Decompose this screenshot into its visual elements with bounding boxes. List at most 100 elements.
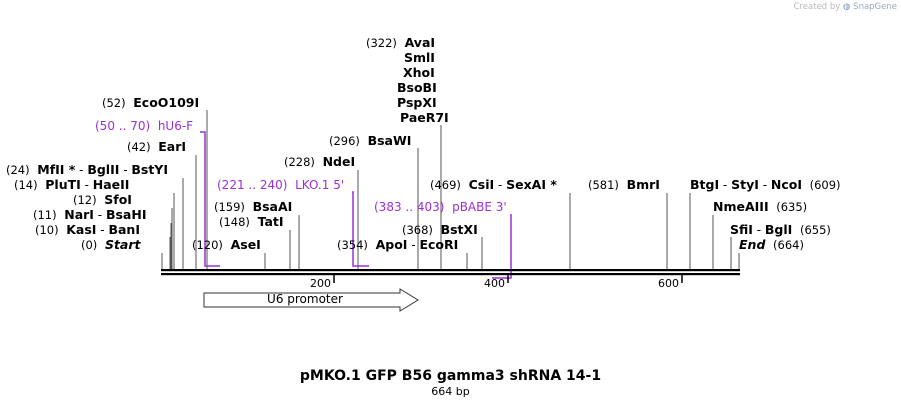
site-position: (296)	[329, 134, 360, 148]
site-position: (159)	[214, 200, 245, 214]
site-position: (581)	[588, 178, 619, 192]
primer-line-hu6-f	[200, 131, 220, 267]
site-label-start[interactable]: (0) Start	[81, 238, 141, 253]
site-label-bstxi[interactable]: (368) BstXI	[402, 222, 478, 238]
feature-label-u6-promoter[interactable]: U6 promoter	[267, 292, 343, 306]
enzyme-name: EcoO109I	[133, 95, 200, 110]
primer-name: hU6-F	[157, 119, 194, 133]
site-position: (635)	[776, 200, 808, 214]
enzyme-name: AseI	[230, 237, 261, 252]
site-label-bmri[interactable]: (581) BmrI	[588, 177, 660, 193]
site-label-sfoi[interactable]: (12) SfoI	[73, 192, 132, 208]
enzyme-name: KasI	[66, 222, 97, 237]
enzyme-name: SmlI	[404, 50, 435, 65]
primer-label-pbabe3[interactable]: (383 .. 403) pBABE 3'	[374, 200, 507, 214]
credit-brand: SnapGene	[853, 2, 897, 12]
site-label-kasi[interactable]: (10) KasI - BanI	[35, 222, 140, 238]
site-position: (322)	[366, 36, 397, 50]
enzyme-name: NmeAIII	[713, 199, 769, 214]
site-label-ndei[interactable]: (228) NdeI	[284, 155, 355, 170]
site-position: (469)	[430, 178, 461, 192]
site-label-asei[interactable]: (120) AseI	[192, 237, 261, 253]
site-label-nari[interactable]: (11) NarI - BsaHI	[33, 207, 147, 223]
site-label-mfii[interactable]: (24) MfII * - BglII - BstYI	[6, 162, 169, 178]
enzyme-name: End	[739, 237, 766, 252]
site-position: (228)	[284, 155, 315, 169]
primer-label-lko1[interactable]: (221 .. 240) LKO.1 5'	[217, 178, 344, 192]
site-position: (120)	[192, 238, 223, 252]
site-label-bsawi[interactable]: (296) BsaWI	[329, 133, 412, 149]
tick-label-200: 200	[310, 277, 331, 290]
enzyme-name: XhoI	[403, 65, 435, 80]
snapgene-logo-icon: ◍	[843, 2, 851, 12]
enzyme-name: TatI	[257, 214, 284, 229]
enzyme-name: BtgI	[690, 177, 720, 192]
enzyme-name: BglII	[87, 162, 120, 177]
enzyme-name: BstXI	[440, 222, 478, 237]
site-label-pluti[interactable]: (14) PluTI - HaeII	[14, 177, 130, 193]
enzyme-name: ApoI	[375, 237, 408, 252]
site-position: (14)	[14, 178, 38, 192]
site-label-end[interactable]: End (664)	[739, 237, 804, 253]
enzyme-name: SfoI	[104, 192, 132, 207]
enzyme-name: BsaWI	[367, 133, 412, 148]
enzyme-name: StyI	[731, 177, 759, 192]
site-position: (52)	[102, 96, 126, 110]
site-position: (42)	[127, 140, 151, 154]
map-title: pMKO.1 GFP B56 gamma3 shRNA 14-1	[299, 368, 602, 384]
tick-label-600: 600	[658, 277, 679, 290]
enzyme-name: AvaI	[404, 35, 436, 50]
site-position: (11)	[33, 208, 57, 222]
enzyme-name: BanI	[108, 222, 140, 237]
site-position: (10)	[35, 223, 59, 237]
site-position: (664)	[773, 238, 804, 252]
site-position: (12)	[73, 193, 97, 207]
credit-prefix: Created by	[793, 2, 841, 12]
site-label-smli[interactable]: SmlI	[404, 51, 435, 65]
site-position: (354)	[337, 238, 368, 252]
site-label-apoi[interactable]: (354) ApoI - EcoRI	[337, 237, 459, 253]
enzyme-name: BsaHI	[105, 207, 147, 222]
site-label-eari[interactable]: (42) EarI	[127, 140, 186, 155]
primer-position: (50 .. 70)	[95, 119, 151, 133]
site-position: (148)	[219, 215, 250, 229]
feature-arrow-u6-promoter	[203, 288, 419, 312]
sequence-backbone	[161, 269, 740, 283]
enzyme-name: HaeII	[92, 177, 130, 192]
site-label-ecoo109i[interactable]: (52) EcoO109I	[102, 95, 200, 111]
enzyme-name: BsaAI	[252, 199, 293, 214]
site-position: (24)	[6, 163, 30, 177]
site-position: (655)	[799, 223, 831, 237]
snapgene-credit: Created by ◍ SnapGene	[794, 2, 897, 12]
site-position: (368)	[402, 223, 433, 237]
site-position: (609)	[809, 178, 841, 192]
site-label-nmeaiii[interactable]: NmeAIII (635)	[713, 199, 808, 215]
site-position: (0)	[81, 238, 98, 252]
site-label-btgi[interactable]: BtgI - StyI - NcoI (609)	[690, 177, 841, 193]
enzyme-name: BsoBI	[397, 80, 437, 95]
site-label-xhoi[interactable]: XhoI	[403, 66, 435, 80]
tick-label-400: 400	[484, 277, 505, 290]
site-label-csii[interactable]: (469) CsiI - SexAI *	[430, 177, 557, 193]
enzyme-name: EcoRI	[419, 237, 459, 252]
primer-name: LKO.1 5'	[295, 178, 345, 192]
site-label-pspxi[interactable]: PspXI	[397, 96, 437, 110]
primer-line-lko1	[352, 191, 369, 267]
primer-label-hu6-f[interactable]: (50 .. 70) hU6-F	[95, 119, 193, 133]
site-label-avai[interactable]: (322) AvaI	[366, 35, 436, 51]
enzyme-name: MfII *	[37, 162, 76, 177]
enzyme-name: SexAI *	[506, 177, 557, 192]
site-label-sfii[interactable]: SfiI - BglI (655)	[730, 222, 831, 238]
enzyme-name: BglI	[764, 222, 793, 237]
primer-line-pbabe3	[492, 214, 512, 279]
primer-name: pBABE 3'	[452, 200, 507, 214]
enzyme-name: PluTI	[45, 177, 81, 192]
site-label-bsaai[interactable]: (159) BsaAI	[214, 199, 293, 215]
site-label-paer7i[interactable]: PaeR7I	[400, 111, 449, 125]
enzyme-name: NarI	[64, 207, 94, 222]
primer-position: (221 .. 240)	[217, 178, 288, 192]
enzyme-name: BmrI	[626, 177, 660, 192]
site-label-tati[interactable]: (148) TatI	[219, 214, 284, 230]
site-label-bsobi[interactable]: BsoBI	[397, 81, 437, 95]
